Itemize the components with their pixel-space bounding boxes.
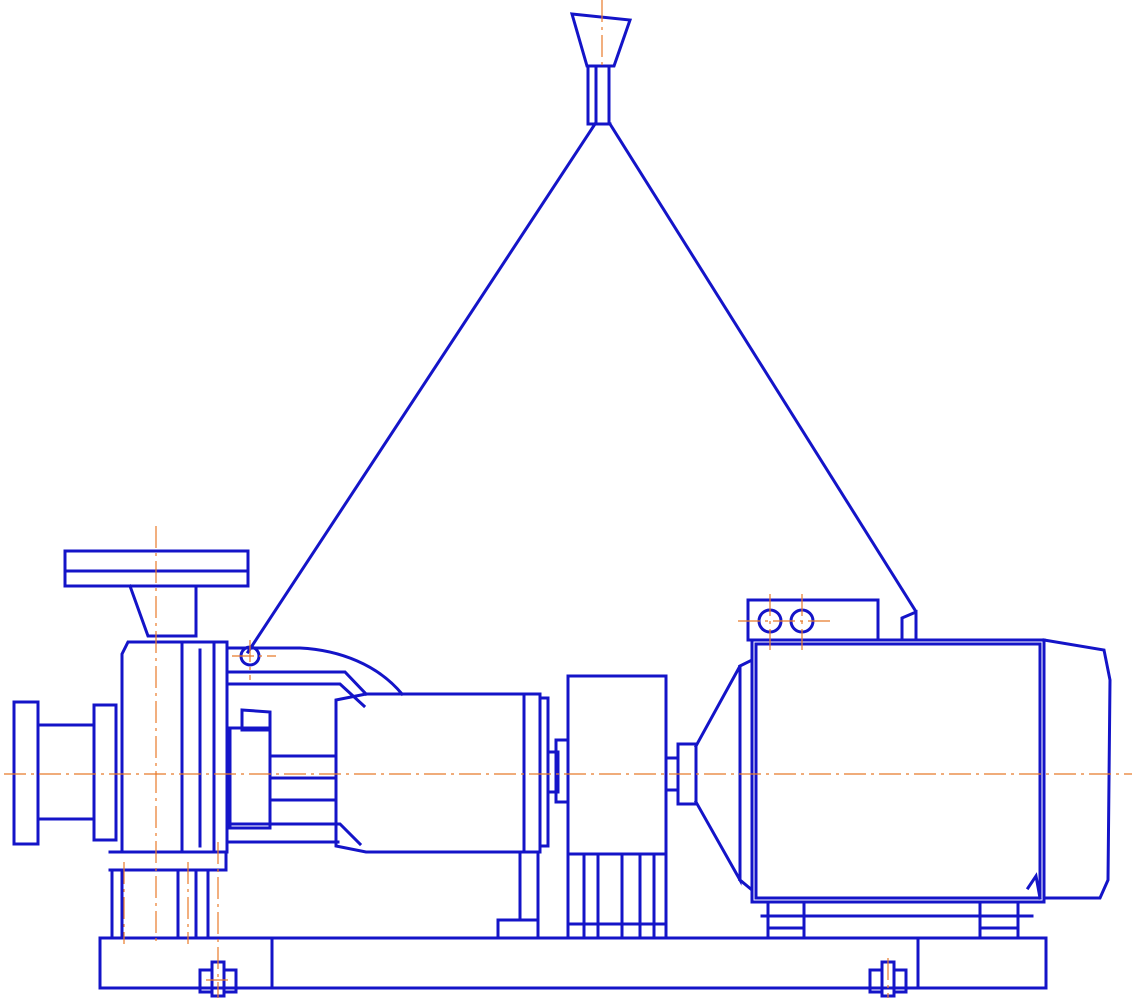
- centerlines: [4, 0, 1132, 998]
- bearing-housing: [334, 692, 550, 940]
- lifting-hook: [569, 12, 633, 126]
- pump-casing: [108, 640, 229, 940]
- motor-flange-cone: [693, 657, 754, 894]
- coupling-guard: [566, 674, 668, 940]
- base-frame: [98, 936, 1048, 990]
- pump-shaft: [546, 738, 570, 804]
- motor-feet: [760, 900, 1034, 940]
- motor-body: [750, 638, 1112, 904]
- lifting-sling: [245, 121, 918, 655]
- terminal-box: [746, 598, 918, 642]
- pump-bracket: [225, 646, 405, 847]
- suction-flange: [12, 700, 118, 846]
